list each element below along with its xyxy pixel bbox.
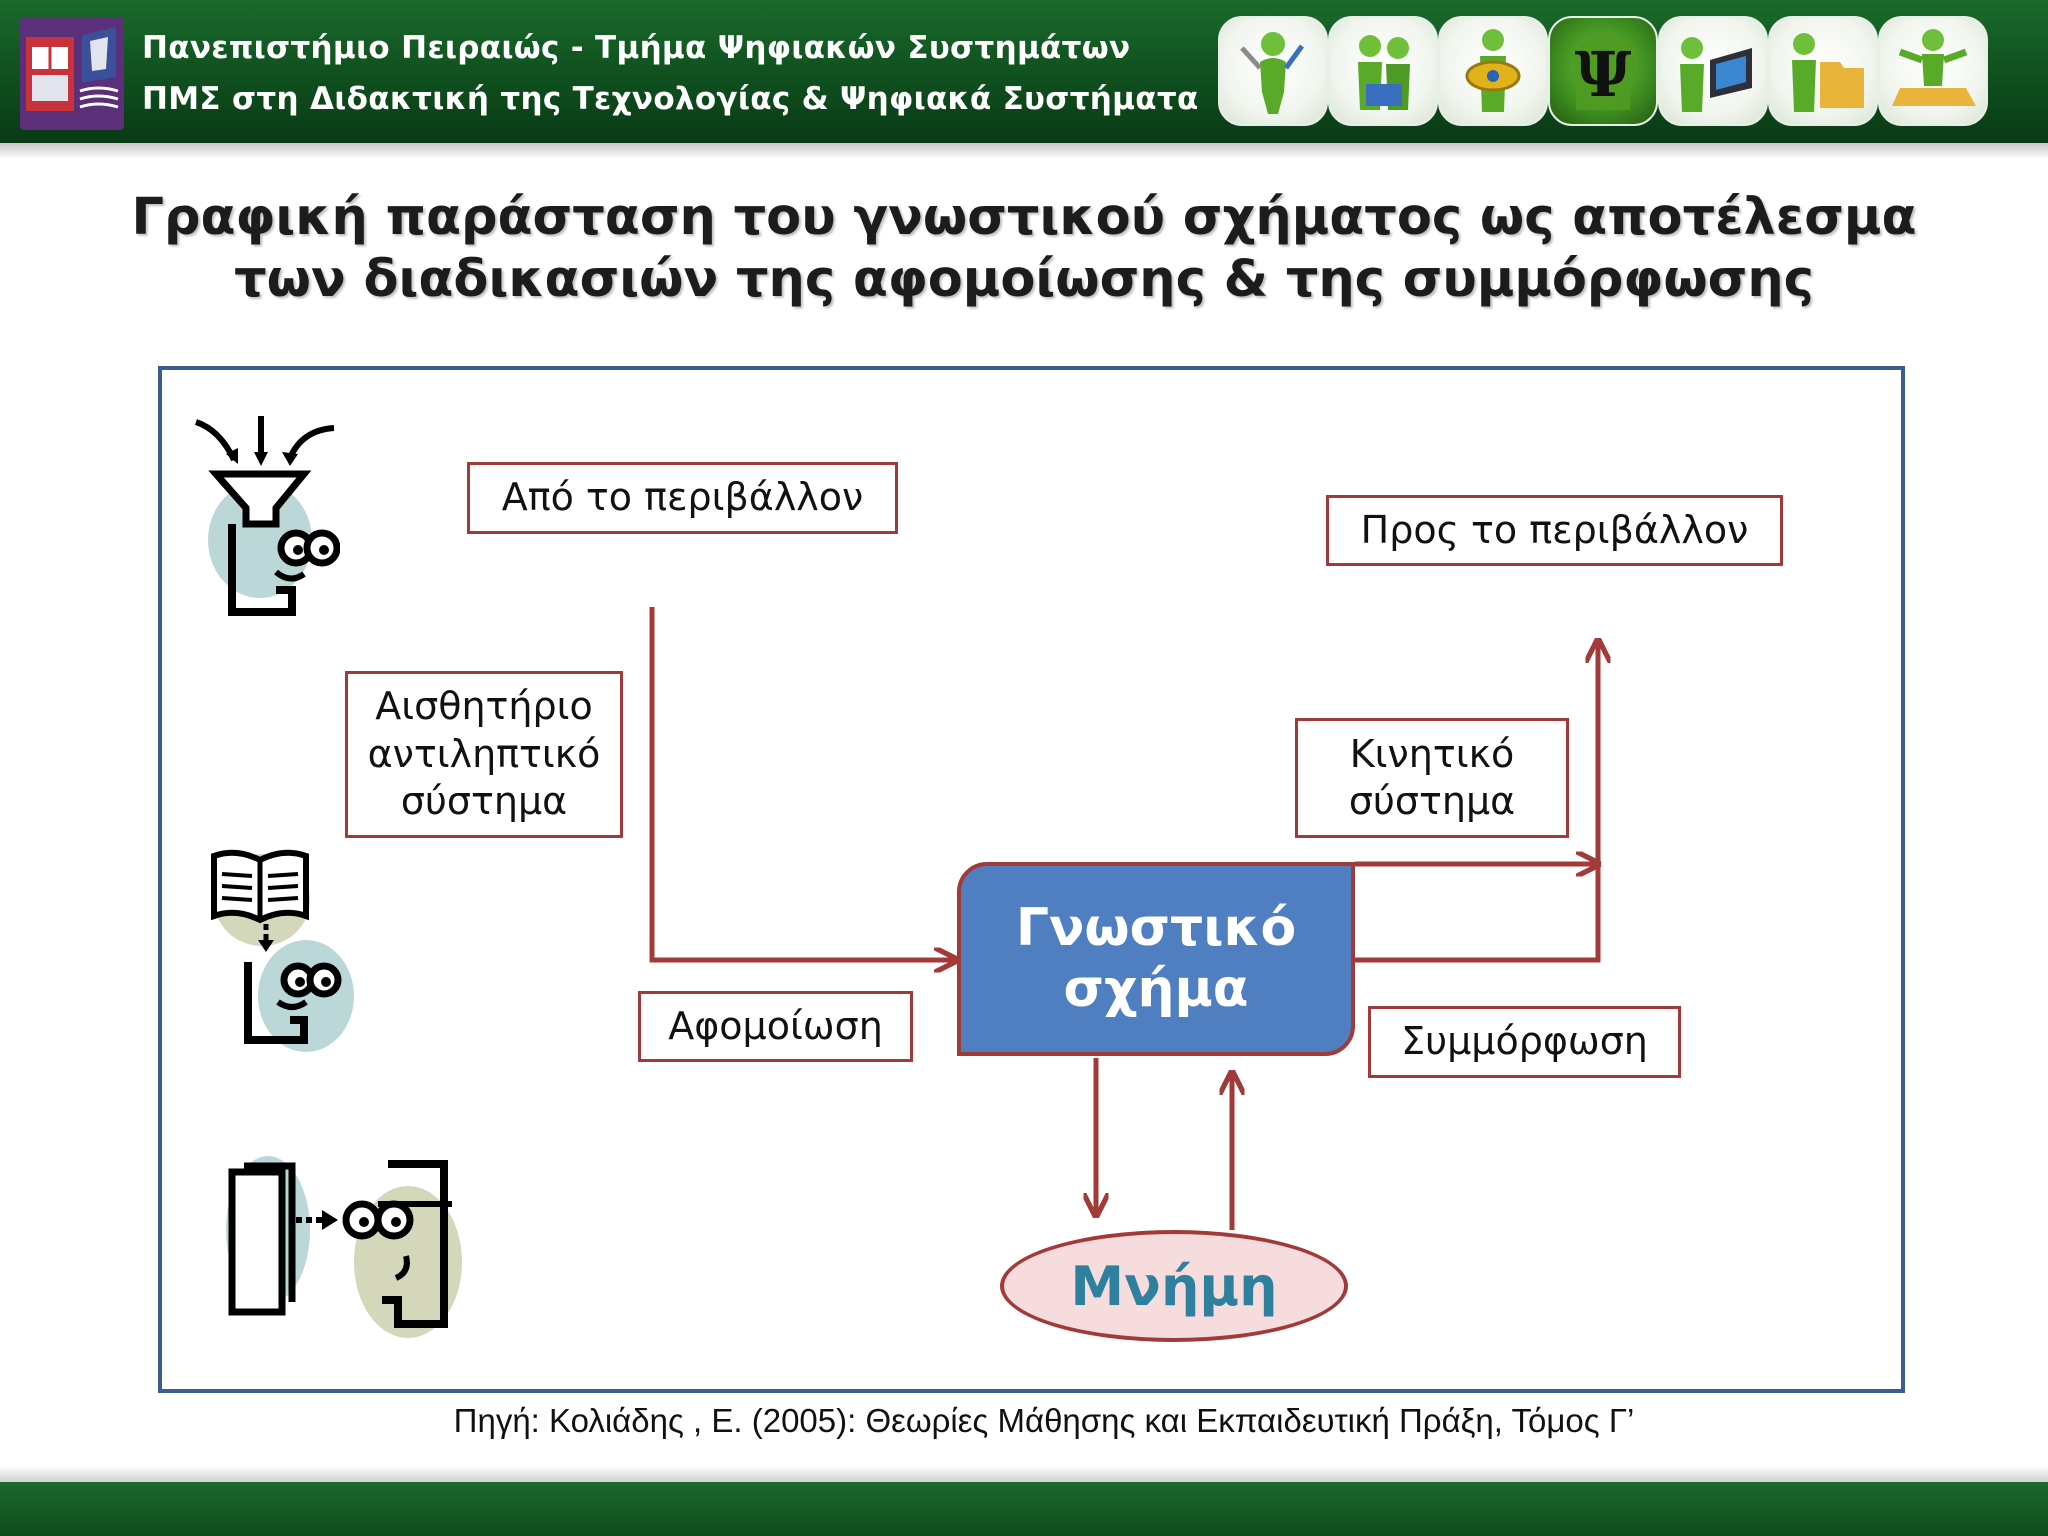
document-to-head-icon	[226, 1156, 462, 1338]
figure-on-puzzle-icon	[1878, 16, 1988, 126]
slide-title-line-2: των διαδικασιών της αφομοίωσης & της συμ…	[234, 250, 1814, 309]
slide-title-line-1: Γραφική παράσταση του γνωστικού σχήματος…	[131, 188, 1917, 247]
source-citation: Πηγή: Κολιάδης , Ε. (2005): Θεωρίες Μάθη…	[453, 1402, 1635, 1439]
sensory-system-label: Αισθητήριο αντιληπτικό σύστημα	[345, 671, 623, 838]
figure-with-folder-icon	[1768, 16, 1878, 126]
header-shadow	[0, 143, 2048, 159]
header-band: Πανεπιστήμιο Πειραιώς - Τμήμα Ψηφιακών Σ…	[0, 0, 2048, 143]
cognitive-schema-box: Γνωστικό σχήμα	[957, 862, 1355, 1056]
motor-system-label: Κινητικό σύστημα	[1295, 718, 1569, 838]
figure-with-globe-icon	[1438, 16, 1548, 126]
figure-with-computer-icon	[1658, 16, 1768, 126]
figures-with-laptop-icon	[1328, 16, 1438, 126]
figure-with-tools-icon	[1218, 16, 1328, 126]
svg-text:Ψ: Ψ	[1575, 38, 1632, 111]
psi-head-icon: Ψ	[1548, 16, 1658, 126]
header-university-name: Πανεπιστήμιο Πειραιώς - Τμήμα Ψηφιακών Σ…	[142, 30, 1131, 66]
university-logo-icon	[20, 17, 124, 130]
book-to-head-icon	[211, 849, 354, 1052]
memory-ellipse: Μνήμη	[1000, 1230, 1348, 1342]
assimilation-label: Αφομοίωση	[638, 991, 913, 1062]
accommodation-label: Συμμόρφωση	[1368, 1006, 1681, 1078]
footer-band	[0, 1482, 2048, 1536]
footer-shadow	[0, 1466, 2048, 1482]
head-with-funnel-icon	[194, 416, 340, 616]
to-environment-label: Προς το περιβάλλον	[1326, 495, 1783, 566]
header-program-name: ΠΜΣ στη Διδακτική της Τεχνολογίας & Ψηφι…	[142, 81, 1199, 117]
from-environment-label: Από το περιβάλλον	[467, 462, 898, 534]
